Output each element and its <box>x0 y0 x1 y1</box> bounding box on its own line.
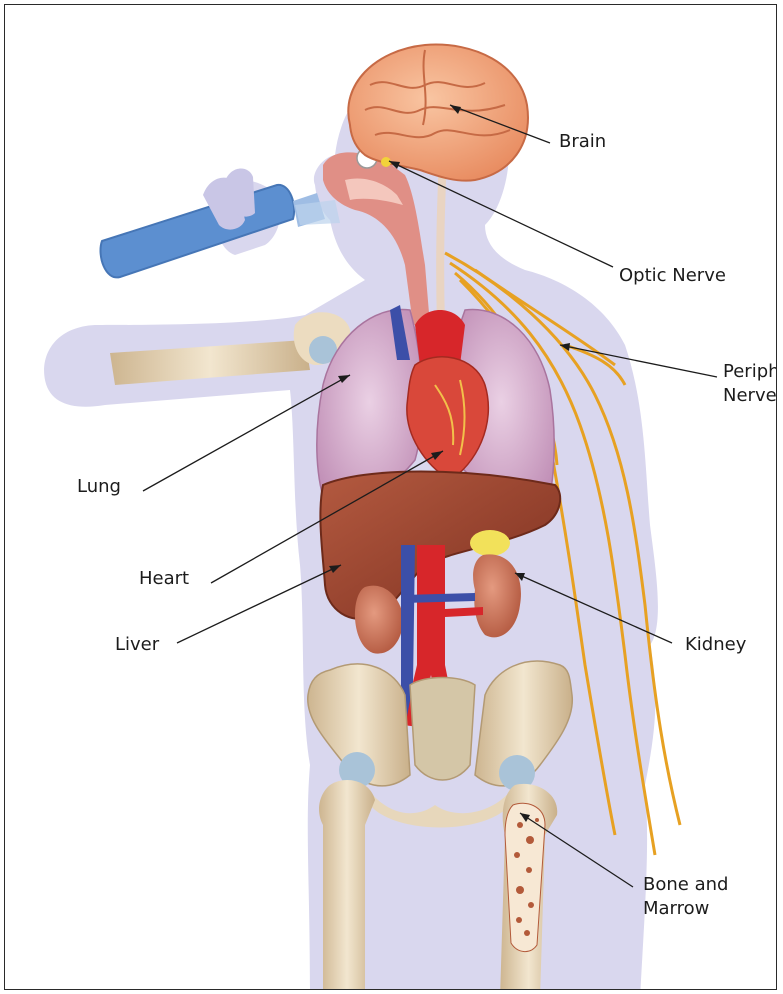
diagram-frame: Brain Optic Nerve Peripheral Nerves Lung… <box>4 4 777 990</box>
inhaler-icon <box>101 168 340 277</box>
adrenal-gland <box>470 530 510 556</box>
label-peripheral-nerves-line2: Nerves <box>723 384 777 408</box>
optic-nerve <box>381 157 391 167</box>
label-optic-nerve: Optic Nerve <box>619 264 726 288</box>
label-liver: Liver <box>115 633 159 657</box>
label-heart: Heart <box>139 567 189 591</box>
label-brain: Brain <box>559 130 606 154</box>
brain <box>348 45 528 181</box>
spinal-cord <box>440 155 443 325</box>
label-bone-marrow-line1: Bone and <box>643 873 728 897</box>
label-bone-marrow-line2: Marrow <box>643 897 709 921</box>
label-lung: Lung <box>77 475 121 499</box>
label-peripheral-nerves-line1: Peripheral <box>723 360 777 384</box>
label-kidney: Kidney <box>685 633 746 657</box>
